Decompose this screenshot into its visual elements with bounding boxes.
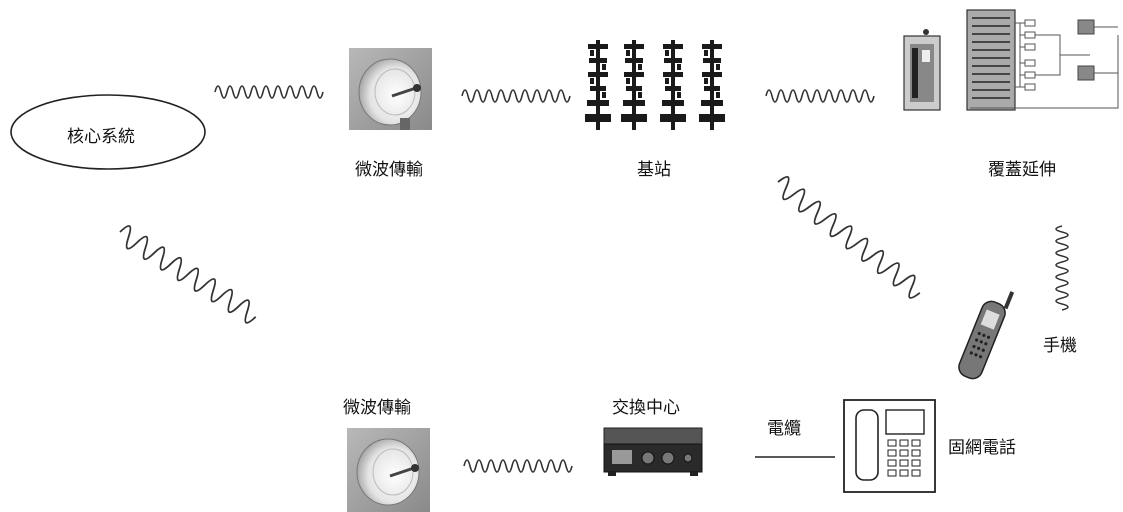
coverage-extension-label: 覆蓋延伸 — [988, 160, 1056, 180]
switching-center-label: 交換中心 — [612, 398, 680, 418]
repeater-rack-icon — [903, 9, 1119, 111]
base-station-label: 基站 — [637, 160, 671, 180]
wave-link-microwave-to-base — [461, 89, 571, 103]
wave-link-base-to-mobile — [777, 176, 921, 299]
fixed-telephone-label: 固網電話 — [948, 438, 1016, 458]
wave-link-base-to-coverage — [765, 89, 875, 103]
wave-link-core-to-bottom-microwave — [119, 225, 257, 324]
landline-telephone-icon — [843, 399, 936, 493]
microwave-dish-icon-bottom — [347, 428, 430, 512]
core-system-node — [10, 94, 206, 170]
wave-link-bottom-microwave-to-switch — [463, 459, 573, 473]
wave-link-core-to-microwave — [214, 85, 324, 99]
cable-label: 電纜 — [767, 419, 801, 439]
base-station-towers-icon — [585, 40, 725, 130]
mobile-phone-label: 手機 — [1043, 336, 1077, 356]
switching-equipment-icon — [603, 427, 703, 476]
microwave-transmission-label: 微波傳輸 — [355, 160, 423, 180]
microwave-dish-icon — [349, 48, 432, 130]
core-system-label: 核心系統 — [67, 127, 135, 147]
microwave-transmission-label-bottom: 微波傳輸 — [343, 398, 411, 418]
wave-link-coverage-to-mobile — [1055, 225, 1069, 311]
mobile-phone-icon — [958, 291, 1015, 380]
